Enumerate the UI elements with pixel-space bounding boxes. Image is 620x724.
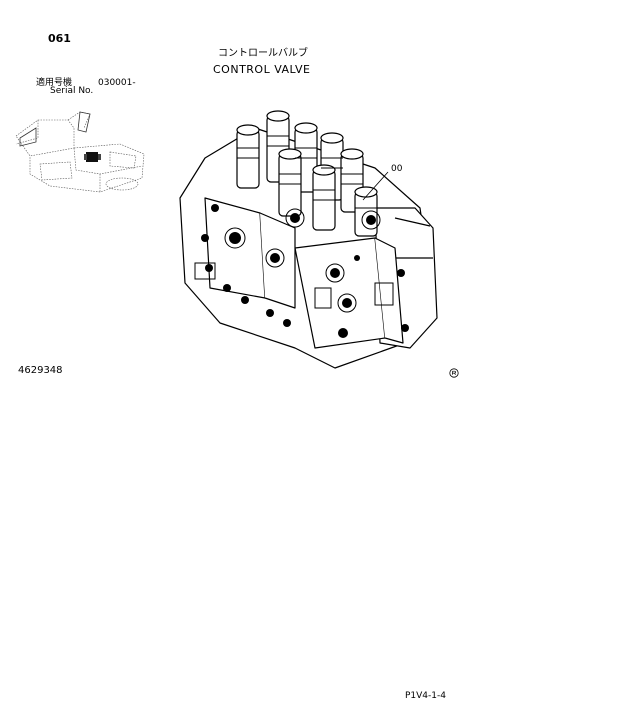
serial-range: 030001-: [98, 78, 136, 88]
machine-location-thumbnail: [15, 111, 145, 193]
valve-location-marker: [86, 152, 98, 162]
serial-label-japanese: 適用号機: [36, 78, 73, 88]
page-number: 061: [48, 32, 71, 45]
control-valve-illustration: [179, 110, 438, 369]
title-japanese: コントロールバルブ: [218, 48, 308, 59]
title-english: CONTROL VALVE: [213, 63, 311, 76]
callout-label: 00: [391, 164, 403, 174]
serial-label-english: Serial No.: [50, 86, 94, 96]
page-reference: P1V4-1-4: [405, 691, 446, 701]
registered-circle-icon: [449, 368, 459, 378]
illustration-number: 4629348: [18, 365, 63, 376]
